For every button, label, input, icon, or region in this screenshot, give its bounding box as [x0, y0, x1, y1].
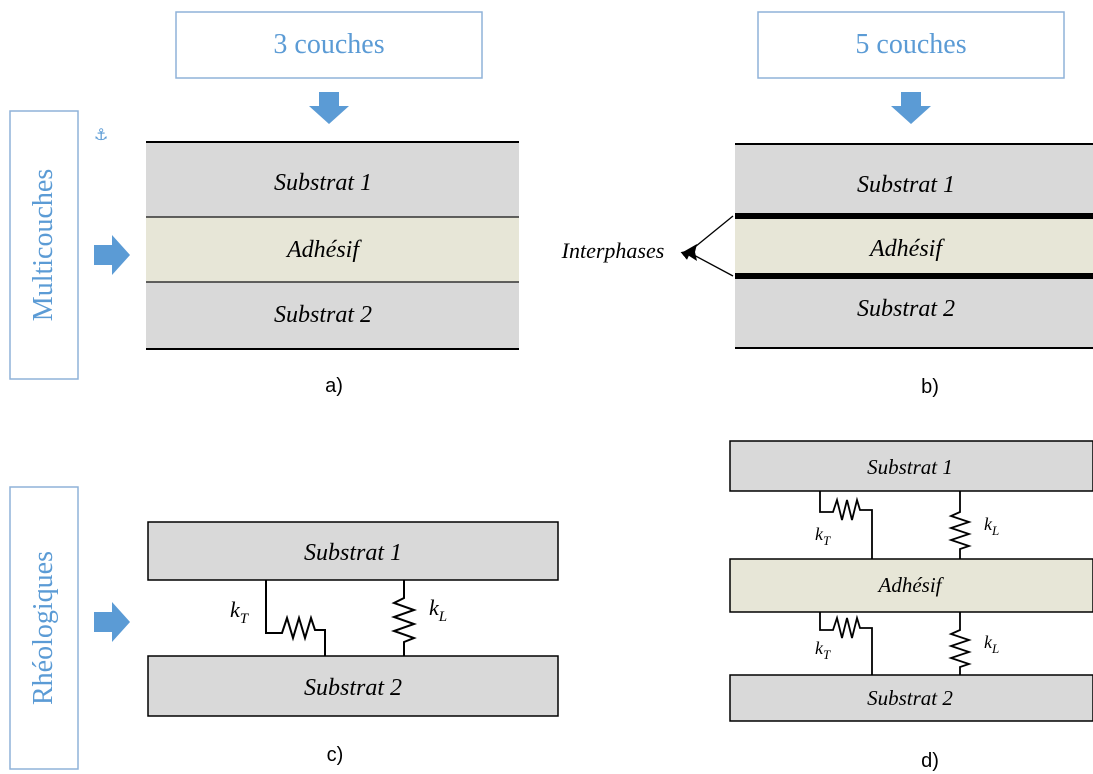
transverse-spring-upper: [819, 491, 873, 559]
diagram-b: Substrat 1 Adhésif Substrat 2: [735, 143, 1093, 349]
kl-subscript: L: [438, 609, 447, 625]
caption-c: c): [327, 744, 344, 766]
svg-text:kL: kL: [429, 595, 447, 625]
adhesive-label: Adhésif: [877, 573, 945, 597]
anchor-icon: ⚓: [94, 127, 108, 144]
svg-text:kL: kL: [984, 632, 999, 656]
substrate-2-label: Substrat 2: [274, 302, 372, 328]
caption-a: a): [325, 375, 343, 397]
down-arrow-icon: [309, 92, 349, 124]
interphase-lower: [735, 273, 1093, 279]
kl-subscript: L: [991, 523, 999, 538]
caption-b: b): [921, 376, 939, 398]
kt-symbol: k: [815, 638, 824, 658]
substrate-1-label: Substrat 1: [304, 540, 402, 566]
interphase-upper: [735, 213, 1093, 219]
kt-subscript: T: [823, 647, 831, 662]
header-five-layers: 5 couches: [757, 11, 1065, 79]
diagram-a: Substrat 1 Adhésif Substrat 2: [146, 141, 519, 350]
substrate-2-label: Substrat 2: [857, 296, 955, 322]
right-arrow-icon: [94, 602, 130, 642]
caption-d: d): [921, 750, 939, 772]
svg-text:kT: kT: [230, 597, 250, 627]
kt-symbol: k: [230, 597, 241, 622]
substrate-1-label: Substrat 1: [274, 170, 372, 196]
svg-text:kT: kT: [815, 638, 831, 662]
transverse-spring-lower: [819, 612, 873, 675]
diagram-d: Substrat 1 Adhésif Substrat 2 kT kL kT k…: [729, 440, 1093, 722]
diagram-c: Substrat 1 Substrat 2 kT kL: [147, 521, 559, 717]
substrate-2-label: Substrat 2: [304, 675, 402, 701]
substrate-1-label: Substrat 1: [867, 455, 953, 479]
kt-subscript: T: [823, 533, 831, 548]
header-three-layers-label: 3 couches: [273, 29, 384, 60]
svg-text:kL: kL: [984, 514, 999, 538]
longitudinal-spring: [390, 580, 418, 656]
side-label-multilayer-text: Multicouches: [28, 169, 59, 321]
longitudinal-spring-upper: [948, 491, 972, 559]
interphases-label: Interphases: [561, 238, 665, 263]
header-five-layers-label: 5 couches: [855, 29, 966, 60]
kl-symbol: k: [984, 632, 993, 652]
adhesive-label: Adhésif: [285, 237, 362, 263]
header-three-layers: 3 couches: [175, 11, 483, 79]
kl-symbol: k: [984, 514, 993, 534]
kl-symbol: k: [429, 595, 440, 620]
interphase-arrow-upper: [680, 215, 734, 260]
substrate-2-label: Substrat 2: [867, 686, 953, 710]
right-arrow-icon: [94, 235, 130, 275]
side-label-multilayer: Multicouches: [9, 110, 79, 380]
side-label-rheological-text: Rhéologiques: [28, 551, 59, 705]
down-arrow-icon: [891, 92, 931, 124]
adhesive-label: Adhésif: [868, 236, 945, 262]
side-label-rheological: Rhéologiques: [9, 486, 79, 770]
svg-text:kT: kT: [815, 524, 831, 548]
transverse-spring: [265, 580, 326, 656]
interphase-arrow-lower: [689, 252, 734, 277]
kl-subscript: L: [991, 641, 999, 656]
kt-subscript: T: [240, 611, 250, 627]
interphase-arrow-tip: [683, 244, 697, 261]
substrate-1-label: Substrat 1: [857, 172, 955, 198]
kt-symbol: k: [815, 524, 824, 544]
longitudinal-spring-lower: [948, 612, 972, 675]
